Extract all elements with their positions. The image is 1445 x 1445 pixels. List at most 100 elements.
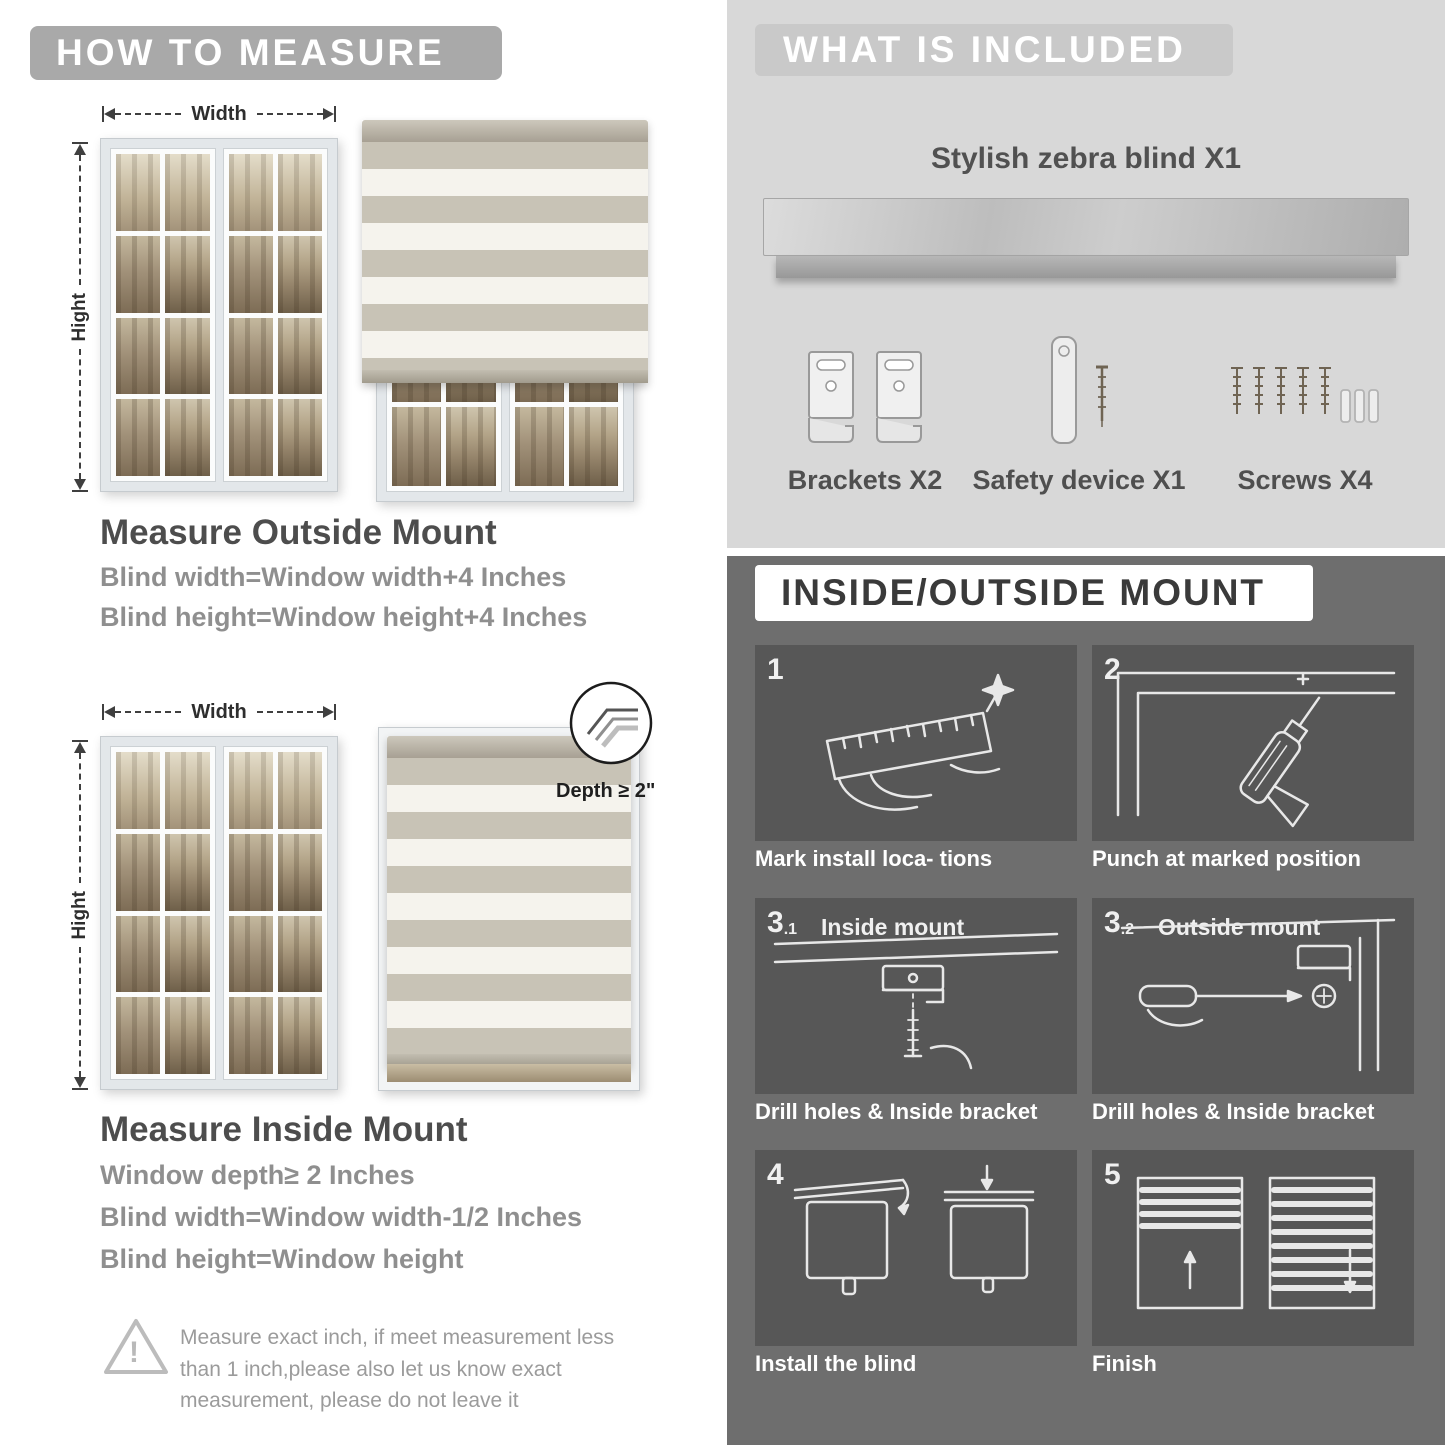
window-pane <box>277 833 322 911</box>
window-pane <box>228 833 273 911</box>
window-pane <box>165 915 210 993</box>
height-label: Hight <box>69 890 90 940</box>
window-pane <box>228 154 273 231</box>
arrow-end-tick <box>72 490 88 493</box>
window-pane <box>277 752 322 829</box>
window-pane <box>165 833 210 911</box>
window-pane <box>277 235 322 313</box>
included-item-brackets: Brackets X2 <box>775 330 955 496</box>
window-pane <box>228 399 273 476</box>
bracket-icons <box>803 330 927 465</box>
window-pane <box>116 235 161 313</box>
window-pane <box>116 915 161 993</box>
window-pane <box>514 406 564 486</box>
arrow-end-tick <box>72 1088 88 1091</box>
step-caption-1: Mark install loca- tions <box>755 846 993 871</box>
arrowhead-right-icon <box>323 108 335 120</box>
what-is-included-title: WHAT IS INCLUDED <box>783 29 1186 70</box>
included-item-screws: Screws X4 <box>1205 330 1405 496</box>
window-pane <box>392 406 442 486</box>
height-arrow-outside: Hight <box>69 142 90 493</box>
step-number: 5 <box>1104 1158 1121 1191</box>
window-pane <box>277 915 322 993</box>
window-casement <box>222 148 328 482</box>
depth-requirement-label: Depth ≥ 2" <box>556 780 656 802</box>
window-pane <box>228 915 273 993</box>
height-arrow-inside: Hight <box>69 740 90 1091</box>
step-panel-2: 2 <box>1092 645 1414 841</box>
window-pane <box>228 997 273 1074</box>
safety-device-icon <box>1051 335 1108 444</box>
arrowhead-up-icon <box>74 742 86 753</box>
window-pane <box>277 997 322 1074</box>
window-pane <box>277 317 322 395</box>
dashed-line <box>79 947 81 1078</box>
window-pane <box>228 317 273 395</box>
step-number: 3.2 <box>1104 906 1135 939</box>
drill-at-corner-illustration <box>1116 671 1396 828</box>
step-panel-4: 4 <box>755 1150 1077 1346</box>
how-to-measure-title: HOW TO MEASURE <box>56 32 445 73</box>
dashed-line <box>256 113 324 115</box>
step-panel-3-1: 3.1 Inside mount <box>755 898 1077 1094</box>
outside-bracket-driver-illustration <box>1120 918 1396 1072</box>
width-label: Width <box>191 700 247 723</box>
arrowhead-right-icon <box>323 706 335 718</box>
dashed-line <box>79 155 81 285</box>
window-pane <box>165 317 210 395</box>
step-caption-3-2: Drill holes & Inside bracket <box>1092 1099 1375 1124</box>
outside-mount-formula-height: Blind height=Window height+4 Inches <box>100 602 588 632</box>
window-pane <box>568 406 618 486</box>
blind-cassette <box>362 120 648 142</box>
arrowhead-left-icon <box>104 706 115 718</box>
window-pane <box>116 317 161 395</box>
window-pane <box>116 833 161 911</box>
step-caption-2: Punch at marked position <box>1092 846 1361 871</box>
blind-bottom-rail <box>387 1054 631 1067</box>
window-pane <box>116 399 161 476</box>
arrow-end-tick <box>102 106 104 122</box>
blind-bottom-rail <box>362 370 648 383</box>
mount-guide-section: INSIDE/OUTSIDE MOUNT 1 Mark install loca… <box>727 556 1445 1445</box>
what-is-included-section: WHAT IS INCLUDED Stylish zebra blind X1 … <box>727 0 1445 548</box>
included-item-safety: Safety device X1 <box>972 326 1186 496</box>
window-pane <box>165 154 210 231</box>
dashed-line <box>79 349 81 480</box>
window-pane <box>228 752 273 829</box>
arrow-end-tick <box>72 740 88 742</box>
safety-device-icons <box>1034 326 1124 465</box>
blind-illustration-inside <box>378 727 640 1091</box>
screws-and-anchors-icon <box>1231 366 1379 423</box>
step-caption-5: Finish <box>1092 1351 1157 1376</box>
arrow-end-tick <box>334 704 337 720</box>
warning-triangle-icon <box>104 1319 168 1374</box>
window-sill <box>387 1064 631 1082</box>
inside-mount-formula-width: Blind width=Window width-1/2 Inches <box>100 1202 583 1232</box>
arrow-end-tick <box>102 704 104 720</box>
step-number: 1 <box>767 653 784 686</box>
outside-mount-title: Measure Outside Mount <box>100 513 497 552</box>
install-blind-illustration <box>793 1164 1035 1296</box>
arrowhead-down-icon <box>74 1077 86 1089</box>
inside-bracket-screw-illustration <box>773 932 1059 1070</box>
window-pane <box>116 752 161 829</box>
blind-stripes <box>362 142 648 370</box>
zebra-blind-outside <box>362 120 648 383</box>
window-casement <box>110 148 216 482</box>
arrowhead-up-icon <box>74 144 86 155</box>
height-label: Hight <box>69 292 90 342</box>
window-illustration-outside <box>100 138 338 492</box>
what-is-included-header: WHAT IS INCLUDED <box>755 24 1233 76</box>
step-panel-3-2: 3.2 Outside mount <box>1092 898 1414 1094</box>
dashed-line <box>79 753 81 883</box>
screw-icons <box>1225 330 1385 465</box>
bracket-icon <box>876 350 922 443</box>
step-caption-3-1: Drill holes & Inside bracket <box>755 1099 1038 1124</box>
dashed-line <box>115 113 182 115</box>
window-pane <box>446 406 496 486</box>
dashed-line <box>256 711 324 713</box>
step-number: 4 <box>767 1158 784 1191</box>
measure-warning-text: Measure exact inch, if meet measurement … <box>180 1326 615 1412</box>
safety-device-label: Safety device X1 <box>972 465 1186 495</box>
